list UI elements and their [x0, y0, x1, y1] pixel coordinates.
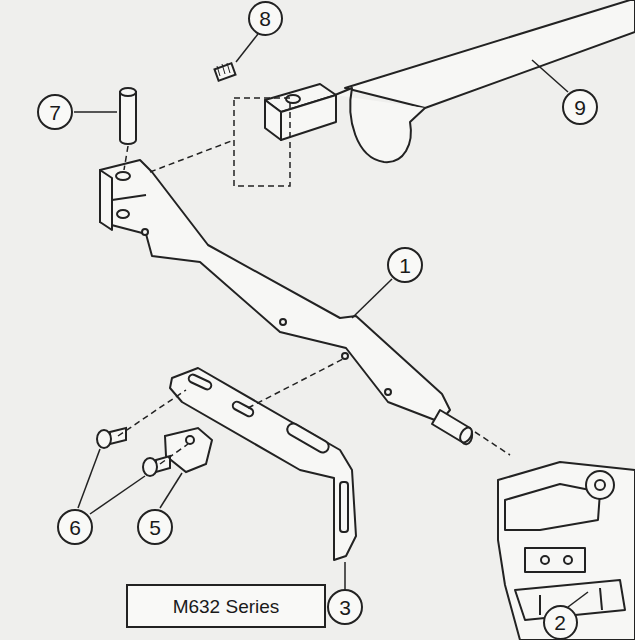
mechanism-line	[539, 595, 541, 615]
dashed-line	[124, 146, 128, 170]
callout-number: 2	[554, 612, 566, 633]
part-arm	[265, 0, 635, 162]
screw-shank	[156, 456, 170, 472]
leader-line	[236, 34, 258, 62]
bracket-slot	[187, 373, 212, 390]
mechanism-line	[600, 588, 602, 610]
fork-slot	[112, 195, 146, 200]
callout-number: 3	[339, 597, 351, 618]
callout-number: 8	[259, 8, 271, 29]
callout-circle: 6	[57, 509, 93, 545]
mechanism-block	[505, 484, 600, 530]
screw-head	[97, 430, 111, 448]
screw-thread	[217, 66, 220, 76]
leader-line	[160, 473, 182, 508]
set-screw	[214, 63, 235, 81]
callout-circle: 2	[543, 605, 578, 640]
callout-number: 7	[49, 102, 61, 123]
lever-fork	[100, 170, 112, 230]
callout-circle: 8	[248, 1, 283, 36]
leader-line	[78, 449, 100, 508]
screw-thread	[227, 63, 230, 73]
leader-line	[568, 592, 588, 607]
bracket-slot	[285, 421, 331, 454]
callout-circle: 3	[327, 589, 363, 625]
pin	[120, 88, 136, 144]
dashed-line	[248, 358, 345, 408]
dashed-line	[150, 140, 234, 172]
mechanism-wheel	[586, 471, 614, 499]
callout-number: 1	[399, 255, 411, 276]
arm-bar	[345, 0, 635, 108]
callout-number: 9	[574, 97, 586, 118]
dashed-line	[475, 432, 510, 455]
lever-hole	[385, 389, 391, 395]
assembly-lines	[118, 140, 510, 464]
mechanism-body	[498, 462, 635, 640]
dashed-line	[160, 444, 188, 464]
lever-body	[100, 160, 450, 422]
mechanism-plate	[525, 548, 585, 572]
callout-circle: 1	[387, 247, 423, 283]
callout-circle: 5	[137, 509, 173, 545]
plate-hole	[186, 436, 194, 444]
mechanism-hole	[541, 556, 549, 564]
mechanism-hub	[595, 480, 605, 490]
callout-circle: 9	[562, 89, 598, 125]
lever-hole	[280, 319, 286, 325]
bracket-slot	[340, 482, 348, 532]
lever	[100, 160, 474, 444]
leader-lines	[74, 34, 588, 607]
leader-line	[90, 476, 145, 514]
callout-number: 5	[149, 517, 161, 538]
series-label: M632 Series	[173, 597, 280, 616]
fork-hole	[116, 172, 130, 180]
leader-line	[352, 279, 392, 318]
dashed-line	[118, 390, 186, 436]
mechanism-hole	[564, 556, 572, 564]
arm-hole	[286, 95, 300, 103]
leader-line	[344, 562, 346, 589]
screw-thread	[222, 64, 225, 74]
arm-hook	[335, 88, 425, 162]
leader-line	[532, 60, 568, 92]
shaft-end	[458, 426, 475, 445]
pin-body	[120, 92, 136, 144]
screw-head	[143, 458, 157, 476]
bracket-slot	[231, 400, 254, 417]
screws	[97, 428, 170, 476]
screw-body	[214, 63, 235, 80]
dashed-frame	[234, 98, 290, 186]
leader-line	[74, 111, 117, 113]
plate-body	[165, 428, 212, 472]
callout-number: 6	[69, 517, 81, 538]
pin-top	[120, 88, 136, 96]
arm-block-front	[265, 100, 281, 140]
callout-circle: 7	[37, 94, 73, 130]
fork-hole	[117, 210, 129, 218]
mechanism	[498, 462, 635, 640]
series-box: M632 Series	[126, 584, 326, 628]
lever-hole	[142, 229, 148, 235]
lever-hole	[342, 353, 348, 359]
plate	[165, 428, 212, 472]
